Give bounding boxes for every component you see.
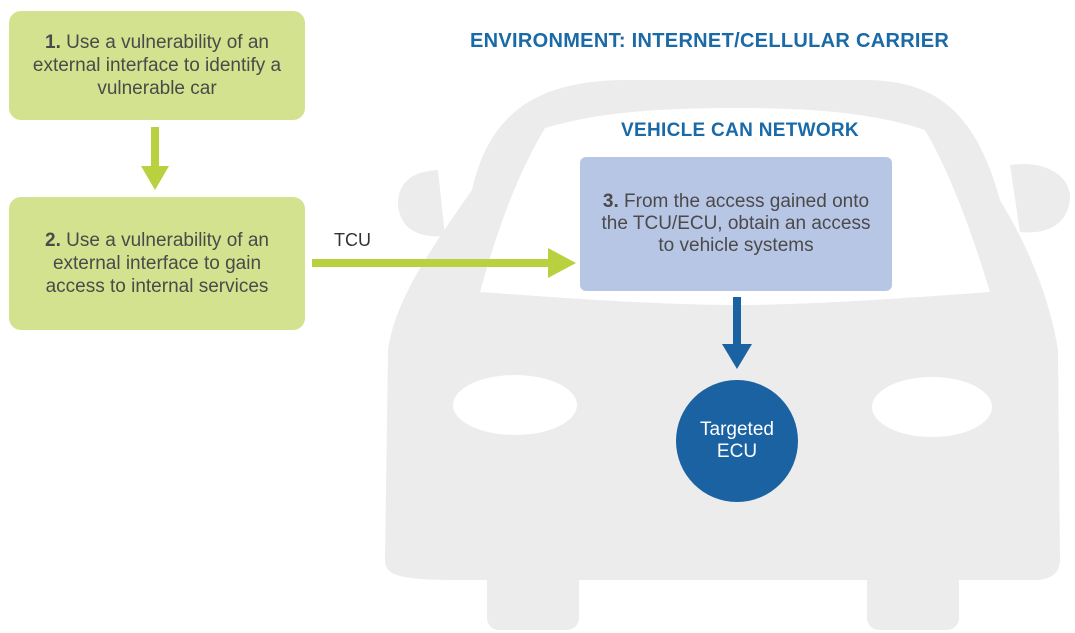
step-1-text: Use a vulnerability of an external inter… — [32, 32, 282, 99]
target-line-2: ECU — [716, 441, 758, 462]
environment-title: ENVIRONMENT: INTERNET/CELLULAR CARRIER — [470, 30, 950, 52]
step-2-number: 2. — [45, 230, 61, 251]
step-1-number: 1. — [45, 32, 61, 53]
step-1-box: 1. Use a vulnerability of an external in… — [9, 11, 305, 120]
tcu-label: TCU — [334, 230, 371, 250]
right-headlight — [872, 377, 992, 437]
step-3-text: From the access gained onto the TCU/ECU,… — [601, 191, 871, 256]
step-3-box: 3. From the access gained onto the TCU/E… — [580, 157, 892, 291]
network-title: VEHICLE CAN NETWORK — [621, 120, 859, 141]
left-mirror — [398, 170, 445, 237]
targeted-ecu-node: Targeted ECU — [676, 380, 798, 502]
step-3-number: 3. — [602, 191, 619, 212]
right-mirror — [1010, 164, 1070, 233]
target-line-1: Targeted — [700, 419, 774, 440]
right-wheel — [867, 568, 959, 630]
left-wheel — [487, 568, 579, 630]
step-2-text: Use a vulnerability of an external inter… — [45, 230, 269, 297]
step-2-box: 2. Use a vulnerability of an external in… — [9, 197, 305, 330]
left-headlight — [453, 375, 577, 435]
